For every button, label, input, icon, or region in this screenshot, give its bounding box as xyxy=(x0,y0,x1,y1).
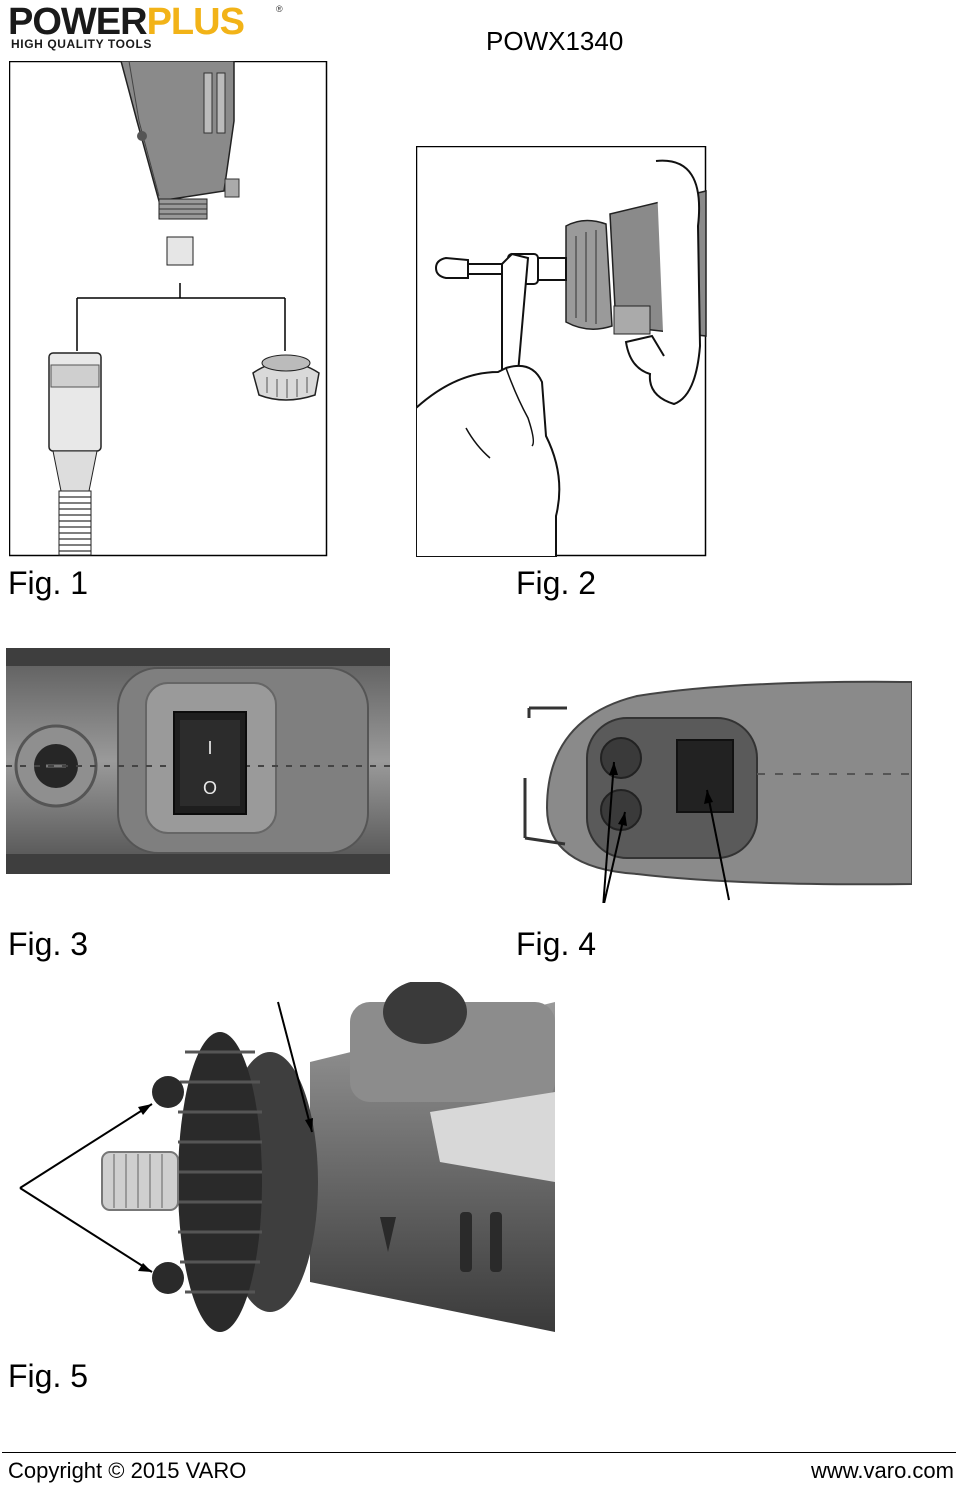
figure-5-label: Fig. 5 xyxy=(8,1358,89,1394)
figure-2-illustration xyxy=(416,146,707,557)
brand-name-part1: POWER xyxy=(8,1,148,43)
figure-1-label: Fig. 1 xyxy=(8,565,89,601)
brand-logo: POWERPLUS xyxy=(8,1,245,43)
figure-3-photo: I O xyxy=(6,648,390,874)
figure-2-label: Fig. 2 xyxy=(516,565,597,601)
brand-tagline: HIGH QUALITY TOOLS xyxy=(11,37,153,51)
website-link[interactable]: www.varo.com xyxy=(810,1458,954,1483)
figure-1-illustration xyxy=(9,61,328,557)
figure-4-label: Fig. 4 xyxy=(516,926,597,962)
switch-off-symbol: O xyxy=(203,778,217,798)
figure-3-label: Fig. 3 xyxy=(8,926,89,962)
figure-5-photo xyxy=(10,982,555,1352)
copyright-text: Copyright © 2015 VARO xyxy=(8,1458,247,1483)
footer-divider xyxy=(2,1452,956,1453)
switch-on-symbol: I xyxy=(207,738,212,758)
registered-mark: ® xyxy=(276,4,283,14)
model-number: POWX1340 xyxy=(486,26,624,56)
figure-4-photo xyxy=(517,678,912,903)
brand-name-part2: PLUS xyxy=(146,1,245,43)
